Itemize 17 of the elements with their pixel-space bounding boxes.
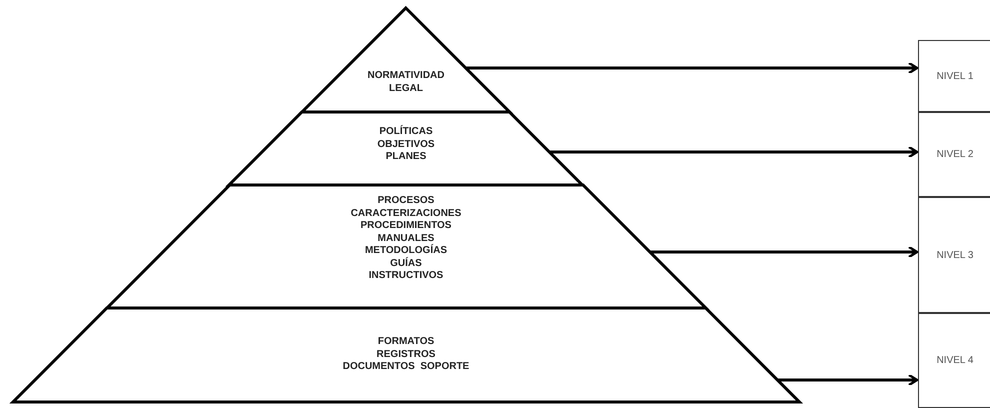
layer-text: GUÍAS — [390, 258, 422, 270]
arrow — [550, 146, 918, 158]
layer-text: LEGAL — [389, 82, 423, 95]
level-box: NIVEL 2 — [918, 112, 990, 197]
layer-text: PROCEDIMIENTOS — [360, 220, 452, 232]
layer-text: PROCESOS — [378, 195, 434, 208]
level-box: NIVEL 3 — [918, 197, 990, 313]
level-box: NIVEL 1 — [918, 40, 990, 112]
layer-text: NORMATIVIDAD — [367, 70, 444, 82]
arrow — [777, 374, 918, 386]
arrow — [466, 62, 918, 74]
arrow — [650, 246, 918, 258]
layer-text: METODOLOGÍAS — [364, 245, 448, 257]
layer-text: INSTRUCTIVOS — [368, 270, 444, 282]
layer-text: CARACTERIZACIONES — [350, 208, 462, 220]
layer-text: MANUALES — [378, 232, 434, 244]
level-box: NIVEL 4 — [918, 313, 990, 408]
